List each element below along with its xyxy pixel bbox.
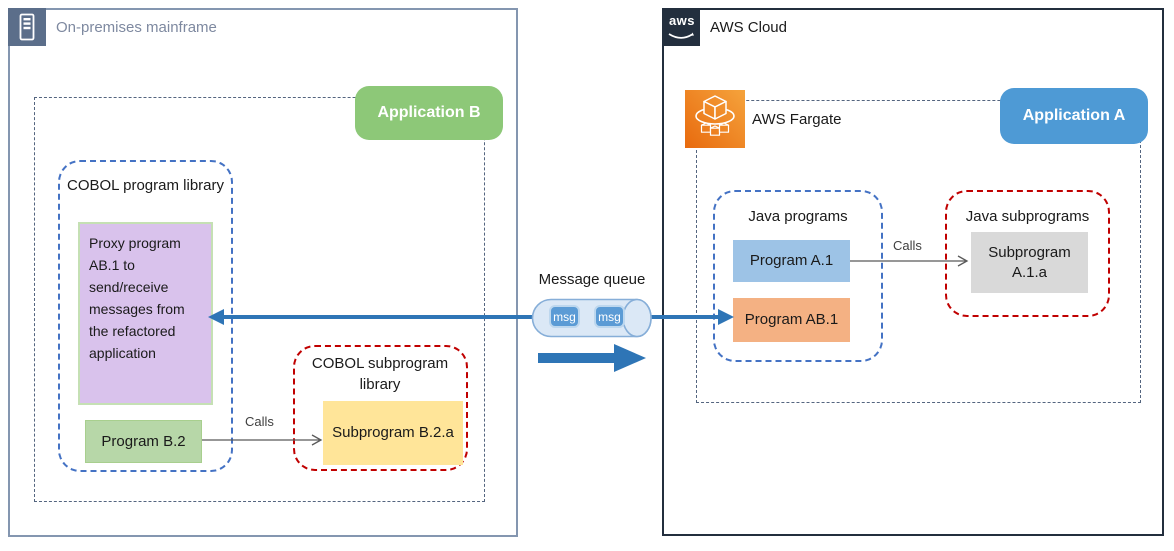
aws-cloud-title: AWS Cloud <box>710 19 787 36</box>
aws-logo-text: aws <box>668 13 696 28</box>
aws-logo-icon <box>662 8 700 46</box>
java-programs-group <box>713 190 883 362</box>
java-subprograms-title: Java subprograms <box>965 208 1090 225</box>
cobol-program-library-title: COBOL program library <box>67 177 224 194</box>
java-programs-title: Java programs <box>748 208 848 225</box>
application-b-group <box>34 97 485 502</box>
calls-label-right: Calls <box>893 238 922 253</box>
subprogram-b2a-box: Subprogram B.2.a <box>323 401 463 465</box>
cobol-subprogram-library-title: COBOL subprogram library <box>311 355 449 393</box>
cobol-subprogram-library-group <box>293 345 468 471</box>
aws-fargate-group <box>696 100 1141 403</box>
message-queue-cylinder <box>525 296 661 340</box>
program-b2-box: Program B.2 <box>85 420 202 463</box>
message-queue-label: Message queue <box>538 271 646 288</box>
program-a1-box: Program A.1 <box>733 240 850 282</box>
calls-arrow-right <box>848 251 972 271</box>
aws-cloud-group <box>662 8 1164 536</box>
java-subprograms-group <box>945 190 1110 317</box>
on-premises-group <box>8 8 518 537</box>
calls-label-left: Calls <box>245 414 274 429</box>
msg-badge-2: msg <box>594 305 625 328</box>
application-a-badge: Application A <box>1000 88 1148 144</box>
on-premises-title: On-premises mainframe <box>56 19 217 36</box>
proxy-program-box: Proxy program AB.1 to send/receive messa… <box>78 222 213 405</box>
msg-badge-1: msg <box>549 305 580 328</box>
mainframe-icon <box>8 8 46 46</box>
subprogram-a1a-box: Subprogram A.1.a <box>971 232 1088 293</box>
application-b-badge: Application B <box>355 86 503 140</box>
aws-fargate-label: AWS Fargate <box>752 111 842 128</box>
aws-fargate-icon <box>685 90 745 148</box>
program-ab1-box: Program AB.1 <box>733 298 850 342</box>
flow-direction-arrow <box>538 344 648 372</box>
calls-arrow-left <box>200 430 326 450</box>
